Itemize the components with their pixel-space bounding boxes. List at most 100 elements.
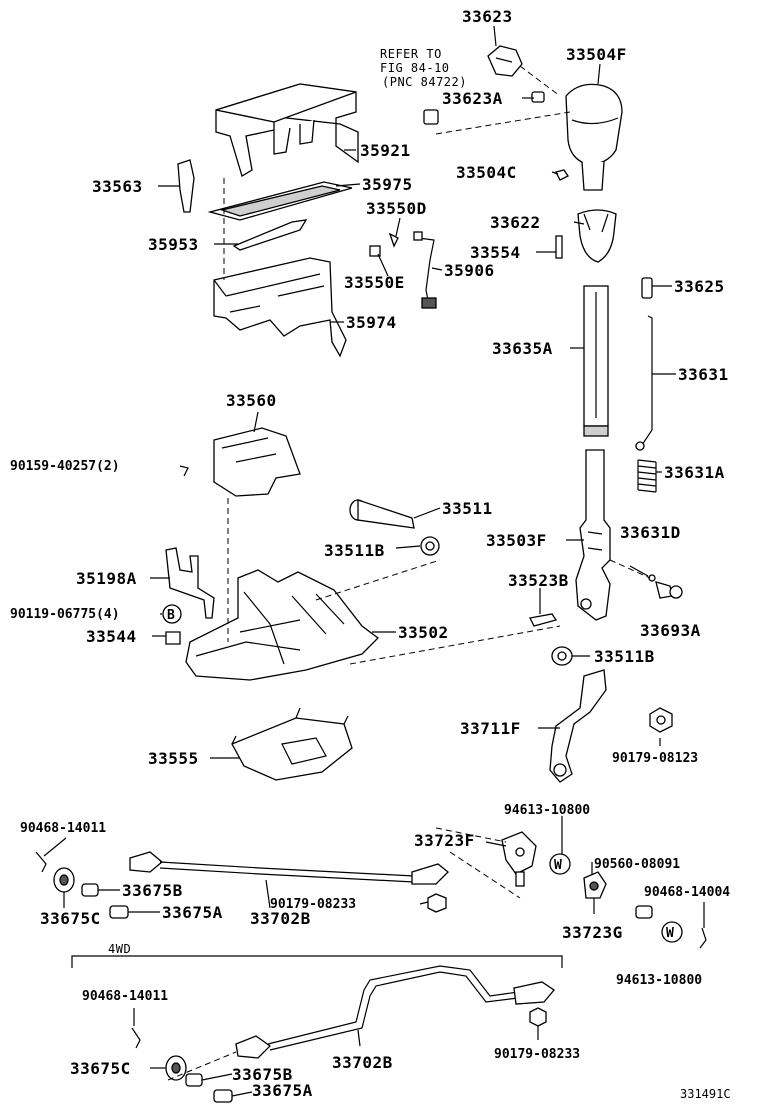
- section-4wd-bracket: [71, 955, 563, 968]
- label-33631: 33631: [678, 365, 729, 384]
- part-90179-08233-nut-upper: [427, 893, 447, 913]
- part-33503F-lever: [575, 449, 611, 621]
- label-90468-14011-b: 90468-14011: [82, 989, 168, 1004]
- label-33675B-a: 33675B: [122, 881, 183, 900]
- label-33623: 33623: [462, 7, 513, 26]
- refer-note-line2: FIG 84-10: [380, 61, 450, 75]
- refer-note-line1: REFER TO: [380, 47, 442, 61]
- part-33675C-lower: [165, 1055, 187, 1081]
- label-33675C-a: 33675C: [40, 909, 101, 928]
- marker-W-2: W: [666, 926, 674, 941]
- label-33675C-b: 33675C: [70, 1059, 131, 1078]
- label-33723F: 33723F: [414, 831, 475, 850]
- label-90179-08123: 90179-08123: [612, 751, 698, 766]
- part-33702B-upper-rod: [129, 851, 449, 885]
- label-33723G: 33723G: [562, 923, 623, 942]
- part-90179-08233-nut-lower: [529, 1007, 547, 1027]
- part-33675C-upper: [53, 867, 75, 893]
- part-W-washer-2: [661, 921, 683, 943]
- part-33502-base: [185, 569, 379, 681]
- label-33511B-right: 33511B: [594, 647, 655, 666]
- part-33711F-lever: [549, 669, 607, 783]
- part-33555-plate: [231, 707, 353, 781]
- label-33693A: 33693A: [640, 621, 701, 640]
- part-35975-plate: [207, 181, 353, 221]
- label-33511B-top: 33511B: [324, 541, 385, 560]
- part-90468-clip-lower: [131, 1027, 141, 1049]
- part-33622-boot: [577, 209, 617, 263]
- label-33631D: 33631D: [620, 523, 681, 542]
- part-W-washer-1: [549, 853, 571, 875]
- label-33675A-b: 33675A: [252, 1081, 313, 1100]
- label-90468-14004: 90468-14004: [644, 885, 730, 900]
- part-90468-14004-clip: [635, 905, 707, 949]
- label-90119-06775: 90119-06775(4): [10, 607, 120, 622]
- label-33623A: 33623A: [442, 89, 503, 108]
- label-90179-08233-a: 90179-08233: [270, 897, 356, 912]
- label-33702B-b: 33702B: [332, 1053, 393, 1072]
- part-90179-08123-nut: [649, 707, 673, 733]
- leader-lines: [43, 25, 705, 1097]
- part-35974-housing: [213, 257, 347, 358]
- label-90179-08233-b: 90179-08233: [494, 1047, 580, 1062]
- label-94613-10800-b: 94613-10800: [616, 973, 702, 988]
- label-33511: 33511: [442, 499, 493, 518]
- refer-note-line3: (PNC 84722): [382, 75, 467, 89]
- label-33675A-a: 33675A: [162, 903, 223, 922]
- part-35921-cover: [215, 83, 359, 177]
- label-33503F: 33503F: [486, 531, 547, 550]
- assembly-lines: [167, 65, 651, 1081]
- part-33675A-upper: [109, 905, 129, 919]
- part-33675B-upper: [81, 883, 99, 897]
- part-33511B-right-collar: [551, 646, 573, 666]
- label-33625: 33625: [674, 277, 725, 296]
- part-33625-pin: [641, 277, 653, 299]
- label-33555: 33555: [148, 749, 199, 768]
- label-90468-14011-a: 90468-14011: [20, 821, 106, 836]
- part-small-clip: [423, 109, 439, 125]
- label-35906: 35906: [444, 261, 495, 280]
- part-33563-clip: [177, 159, 195, 213]
- figure-code: 331491C: [680, 1087, 731, 1101]
- label-35953: 35953: [148, 235, 199, 254]
- label-33711F: 33711F: [460, 719, 521, 738]
- label-33675B-b: 33675B: [232, 1065, 293, 1084]
- label-33554: 33554: [470, 243, 521, 262]
- marker-W-1: W: [554, 858, 562, 873]
- part-90159-screw: [179, 465, 189, 477]
- label-33550E: 33550E: [344, 273, 405, 292]
- part-35906-wire: [369, 231, 437, 309]
- section-label-4wd: 4WD: [108, 942, 131, 956]
- label-35198A: 35198A: [76, 569, 137, 588]
- part-33723G-bushing: [583, 871, 607, 899]
- label-33563: 33563: [92, 177, 143, 196]
- part-33675A-lower: [213, 1089, 233, 1103]
- part-33550D-bulb: [388, 232, 399, 248]
- part-90468-clip-upper: [35, 851, 47, 873]
- part-33623-cap: [487, 45, 523, 77]
- label-33622: 33622: [490, 213, 541, 232]
- label-33502: 33502: [398, 623, 449, 642]
- part-33631D-bolt: [629, 565, 656, 582]
- part-33623A-screw: [531, 91, 545, 103]
- part-B-marker: [162, 604, 182, 624]
- part-35953-slide: [232, 219, 308, 251]
- part-33631A-spring: [637, 459, 657, 493]
- label-90560-08091: 90560-08091: [594, 857, 680, 872]
- label-33523B: 33523B: [508, 571, 569, 590]
- label-94613-10800-a: 94613-10800: [504, 803, 590, 818]
- label-33635A: 33635A: [492, 339, 553, 358]
- label-35921: 35921: [360, 141, 411, 160]
- part-33560-block: [213, 427, 301, 497]
- part-33504C-screw: [555, 169, 569, 181]
- part-33554-pin: [555, 235, 563, 259]
- marker-B: B: [167, 608, 175, 623]
- label-90159-40257: 90159-40257(2): [10, 459, 120, 474]
- label-35975: 35975: [362, 175, 413, 194]
- label-33504C: 33504C: [456, 163, 517, 182]
- part-33511-pin: [349, 499, 415, 529]
- label-33504F: 33504F: [566, 45, 627, 64]
- part-33635A-shaft: [583, 285, 609, 437]
